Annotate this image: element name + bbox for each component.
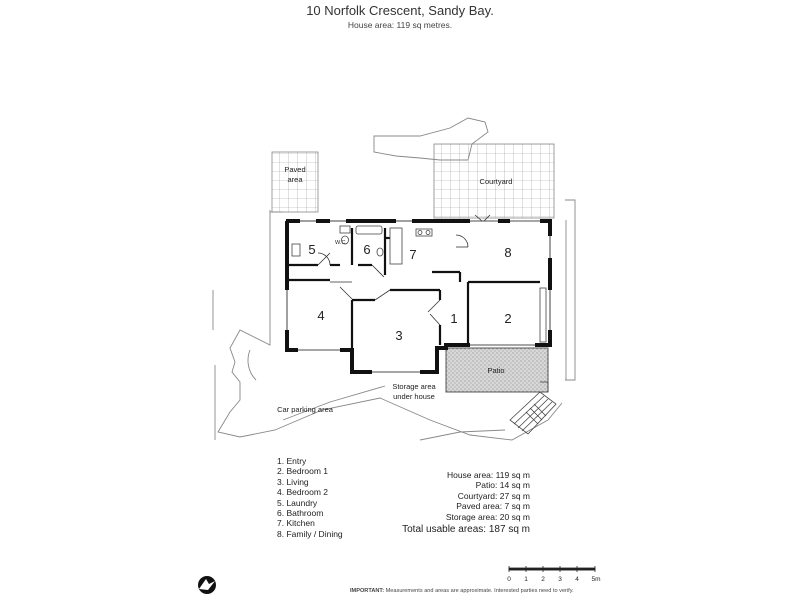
- room-6-label: 6: [363, 242, 370, 257]
- legend-item: 4. Bedroom 2: [277, 487, 329, 498]
- page-subtitle: House area: 119 sq metres.: [347, 20, 453, 30]
- room-3-label: 3: [395, 328, 402, 343]
- scale-tick-label: 3: [558, 576, 562, 583]
- scale-tick-label: 1: [524, 576, 528, 583]
- legend-item: 3. Living: [277, 476, 309, 487]
- area-row: House area: 119 sq m: [446, 470, 530, 480]
- scale-tick-label: 2: [541, 576, 545, 583]
- svg-text:Storage area: Storage area: [392, 382, 436, 391]
- svg-text:Paved: Paved: [284, 165, 305, 174]
- room-legend: 1. Entry 2. Bedroom 1 3. Living 4. Bedro…: [277, 456, 343, 539]
- room-4-label: 4: [317, 308, 324, 323]
- area-summary: House area: 119 sq m Patio: 14 sq m Cour…: [380, 470, 530, 536]
- courtyard-label: Courtyard: [480, 177, 513, 186]
- room-5-label: 5: [308, 242, 315, 257]
- patio-label: Patio: [487, 366, 504, 375]
- storage-area-label: Storage area under house: [392, 382, 436, 401]
- legend-item: 2. Bedroom 1: [277, 466, 329, 477]
- car-parking-label: Car parking area: [277, 405, 334, 414]
- area-row: Courtyard: 27 sq m: [457, 490, 530, 501]
- svg-text:under house: under house: [393, 392, 435, 401]
- area-row: Storage area: 20 sq m: [445, 511, 530, 522]
- doors: [317, 214, 491, 326]
- room-8-label: 8: [504, 245, 511, 260]
- room-1-label: 1: [450, 311, 457, 326]
- svg-text:area: area: [287, 175, 303, 184]
- paved-area-label: Paved area: [284, 165, 305, 184]
- legend-item: 8. Family / Dining: [277, 528, 343, 539]
- room-7-label: 7: [409, 247, 416, 262]
- north-arrow-icon: [198, 576, 216, 594]
- stairs: [509, 381, 557, 435]
- paved-area: [271, 151, 319, 213]
- area-row: Paved area: 7 sq m: [456, 501, 530, 512]
- legend-item: 1. Entry: [277, 456, 307, 466]
- page-title: 10 Norfolk Crescent, Sandy Bay.: [306, 3, 494, 18]
- legend-item: 7. Kitchen: [277, 518, 315, 529]
- legend-item: 6. Bathroom: [277, 508, 324, 519]
- scale-tick-label: 5m: [591, 576, 601, 583]
- interior-walls: [287, 228, 540, 350]
- disclaimer-note: IMPORTANT: Measurements and areas are ap…: [350, 588, 574, 594]
- room-2-label: 2: [504, 311, 511, 326]
- courtyard: [433, 143, 555, 219]
- wc-label: W.C.: [335, 240, 347, 246]
- fixtures: [291, 225, 547, 343]
- scale-tick-label: 0: [507, 576, 511, 583]
- scale-bar: [508, 566, 596, 572]
- area-row: Patio: 14 sq m: [475, 480, 530, 491]
- legend-item: 5. Laundry: [277, 497, 318, 508]
- total-area: Total usable areas: 187 sq m: [402, 524, 530, 536]
- scale-tick-label: 4: [575, 576, 579, 583]
